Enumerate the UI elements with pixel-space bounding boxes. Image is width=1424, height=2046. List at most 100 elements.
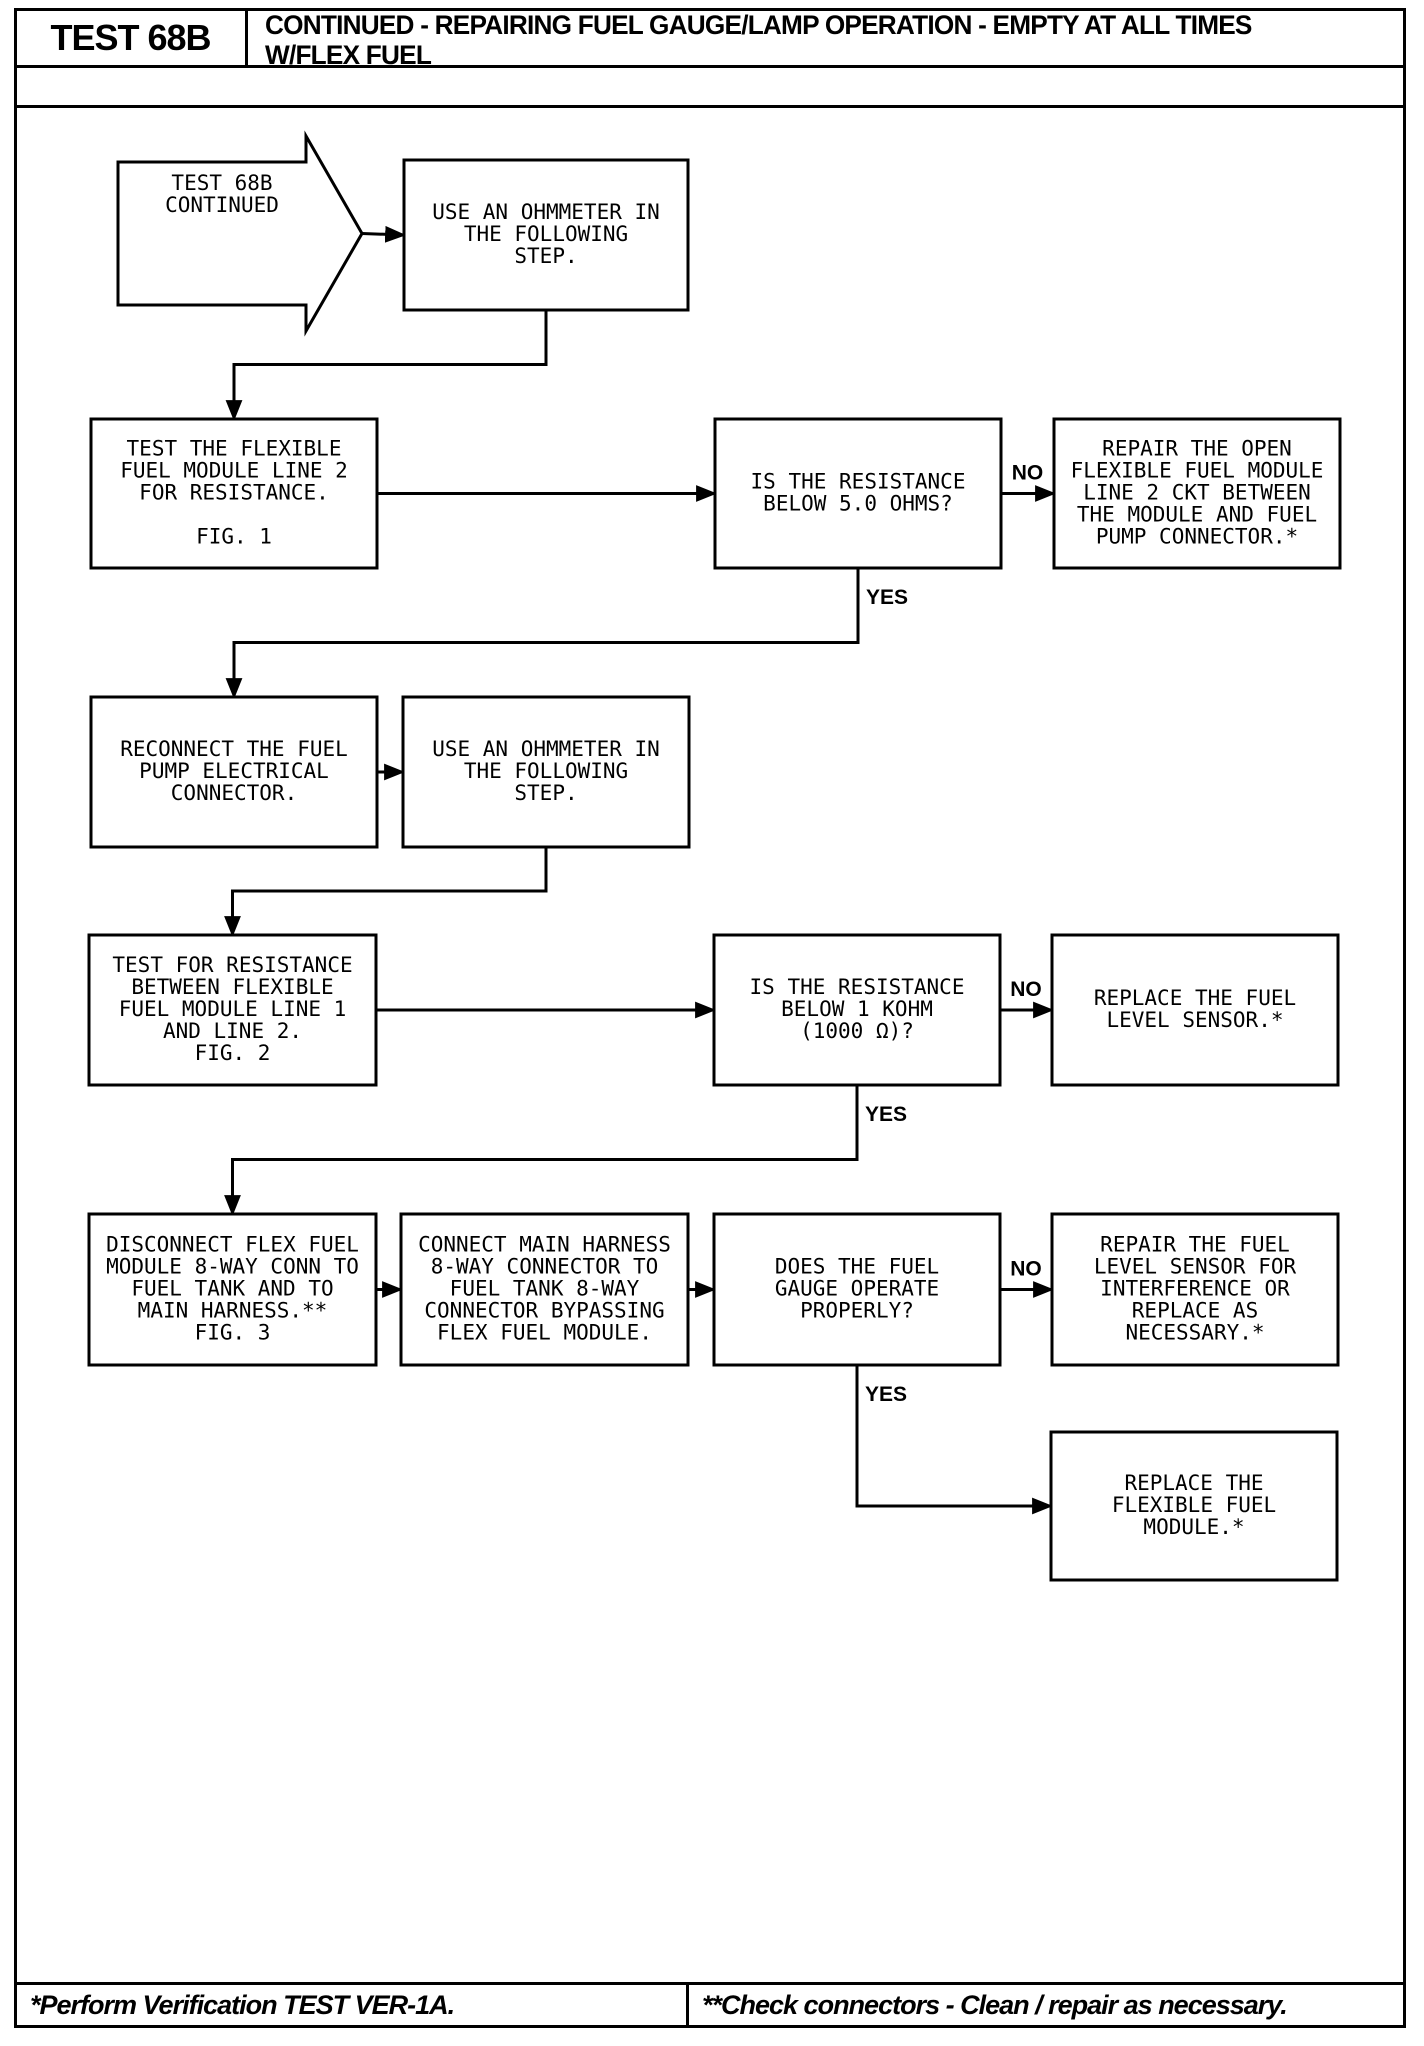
node-box-n2 xyxy=(89,417,379,570)
start-arrow-shape xyxy=(116,130,364,337)
edge-q3-to-r4 xyxy=(855,1365,1054,1515)
node-q3-line-1: DOES THE FUEL xyxy=(775,1255,939,1279)
node-box-r2 xyxy=(1050,933,1340,1087)
test-title: CONTINUED - REPAIRING FUEL GAUGE/LAMP OP… xyxy=(265,10,1361,70)
node-n5-line-3: FUEL MODULE LINE 1 xyxy=(119,997,347,1021)
node-n2-line-5: FIG. 1 xyxy=(196,525,272,549)
edge-label-yes-q1: YES xyxy=(866,586,908,609)
edge-q1-to-n3 xyxy=(225,568,860,700)
header-row xyxy=(14,8,1406,68)
node-r3-line-4: REPLACE AS xyxy=(1132,1299,1258,1323)
node-box-r1 xyxy=(1052,417,1342,570)
node-r3-line-1: REPAIR THE FUEL xyxy=(1100,1233,1290,1257)
node-box-n1 xyxy=(402,158,690,312)
node-r2-line-1: REPLACE THE FUEL xyxy=(1094,986,1296,1010)
node-n2-line-1: TEST THE FLEXIBLE xyxy=(127,437,342,461)
page-frame xyxy=(14,8,1406,2028)
node-n4-line-3: STEP. xyxy=(514,781,577,805)
edge-q2-to-n6 xyxy=(224,1085,859,1217)
test-title-line-1: CONTINUED - REPAIRING FUEL GAUGE/LAMP OP… xyxy=(265,10,1252,40)
node-n3-line-2: PUMP ELECTRICAL xyxy=(139,759,329,783)
edge-label-no-q2: NO xyxy=(1010,978,1042,1001)
node-r1-line-5: PUMP CONNECTOR.* xyxy=(1096,525,1298,549)
edge-label-yes-q2: YES xyxy=(865,1103,907,1126)
node-r1-line-1: REPAIR THE OPEN xyxy=(1102,437,1292,461)
node-box-n3 xyxy=(89,695,379,849)
edge-label-no-q1: NO xyxy=(1012,462,1044,485)
node-n4-line-1: USE AN OHMMETER IN xyxy=(432,737,660,761)
node-box-n7 xyxy=(399,1212,690,1367)
node-n1-line-3: STEP. xyxy=(514,244,577,268)
node-start-line-2: CONTINUED xyxy=(165,193,279,217)
node-box-r3 xyxy=(1050,1212,1340,1367)
node-r3-line-3: INTERFERENCE OR xyxy=(1100,1277,1290,1301)
footer-note-connectors: **Check connectors - Clean / repair as n… xyxy=(702,1989,1288,2020)
footer-row xyxy=(14,1982,1406,2028)
edge-label-yes-q3: YES xyxy=(865,1383,907,1406)
node-r1-line-2: FLEXIBLE FUEL MODULE xyxy=(1071,459,1324,483)
node-box-q3 xyxy=(712,1212,1002,1367)
edge-labels-layer: NO YES NO YES NO YES xyxy=(865,462,1043,1407)
test-id: TEST 68B xyxy=(16,10,248,66)
node-r3-line-2: LEVEL SENSOR FOR xyxy=(1094,1255,1297,1279)
edges-layer xyxy=(224,225,1057,1515)
node-n1-line-2: THE FOLLOWING xyxy=(464,222,628,246)
node-n6-line-4: MAIN HARNESS.** xyxy=(138,1299,328,1323)
node-r4-line-1: REPLACE THE xyxy=(1124,1471,1263,1495)
node-r3-line-5: NECESSARY.* xyxy=(1125,1321,1264,1345)
node-q2-line-3: (1000 Ω)? xyxy=(800,1019,914,1043)
node-n6-line-2: MODULE 8-WAY CONN TO xyxy=(106,1255,359,1279)
node-n6-line-5: FIG. 3 xyxy=(195,1321,271,1345)
node-start-line-1: TEST 68B xyxy=(171,171,272,195)
node-box-q2 xyxy=(712,933,1002,1087)
node-box-r4 xyxy=(1049,1430,1339,1582)
node-n7-line-3: FUEL TANK 8-WAY xyxy=(450,1277,640,1301)
footer-divider xyxy=(686,1982,689,2028)
node-n2-line-3: FOR RESISTANCE. xyxy=(139,481,329,505)
node-n6-line-3: FUEL TANK AND TO xyxy=(131,1277,333,1301)
node-r1-line-4: THE MODULE AND FUEL xyxy=(1077,503,1317,527)
node-q3-line-3: PROPERLY? xyxy=(800,1299,914,1323)
node-r2-line-2: LEVEL SENSOR.* xyxy=(1106,1008,1283,1032)
header-sub-band xyxy=(14,68,1406,108)
node-box-n6 xyxy=(87,1212,378,1367)
node-r1-line-3: LINE 2 CKT BETWEEN xyxy=(1083,481,1311,505)
node-n7-line-4: CONNECTOR BYPASSING xyxy=(424,1299,664,1323)
node-n5-line-5: FIG. 2 xyxy=(195,1041,271,1065)
test-title-line-2: W/FLEX FUEL xyxy=(265,40,432,70)
node-n4-line-2: THE FOLLOWING xyxy=(464,759,628,783)
edge-n4-to-n5 xyxy=(224,847,548,938)
node-box-n4 xyxy=(401,695,691,849)
node-q2-line-2: BELOW 1 KOHM xyxy=(781,997,933,1021)
edge-label-no-q3: NO xyxy=(1010,1258,1042,1281)
node-q1-line-1: IS THE RESISTANCE xyxy=(751,470,966,494)
node-n7-line-5: FLEX FUEL MODULE. xyxy=(437,1321,652,1345)
node-n5-line-1: TEST FOR RESISTANCE xyxy=(112,953,352,977)
node-q3-line-2: GAUGE OPERATE xyxy=(775,1277,939,1301)
node-n6-line-1: DISCONNECT FLEX FUEL xyxy=(106,1233,359,1257)
node-r4-line-2: FLEXIBLE FUEL xyxy=(1112,1493,1276,1517)
footer-note-verification: *Perform Verification TEST VER-1A. xyxy=(30,1989,455,2020)
node-r4-line-3: MODULE.* xyxy=(1143,1515,1244,1539)
node-n2-line-2: FUEL MODULE LINE 2 xyxy=(120,459,348,483)
edge-n1-to-n2 xyxy=(225,310,548,422)
node-box-n5 xyxy=(87,933,378,1087)
node-box-q1 xyxy=(713,417,1003,570)
